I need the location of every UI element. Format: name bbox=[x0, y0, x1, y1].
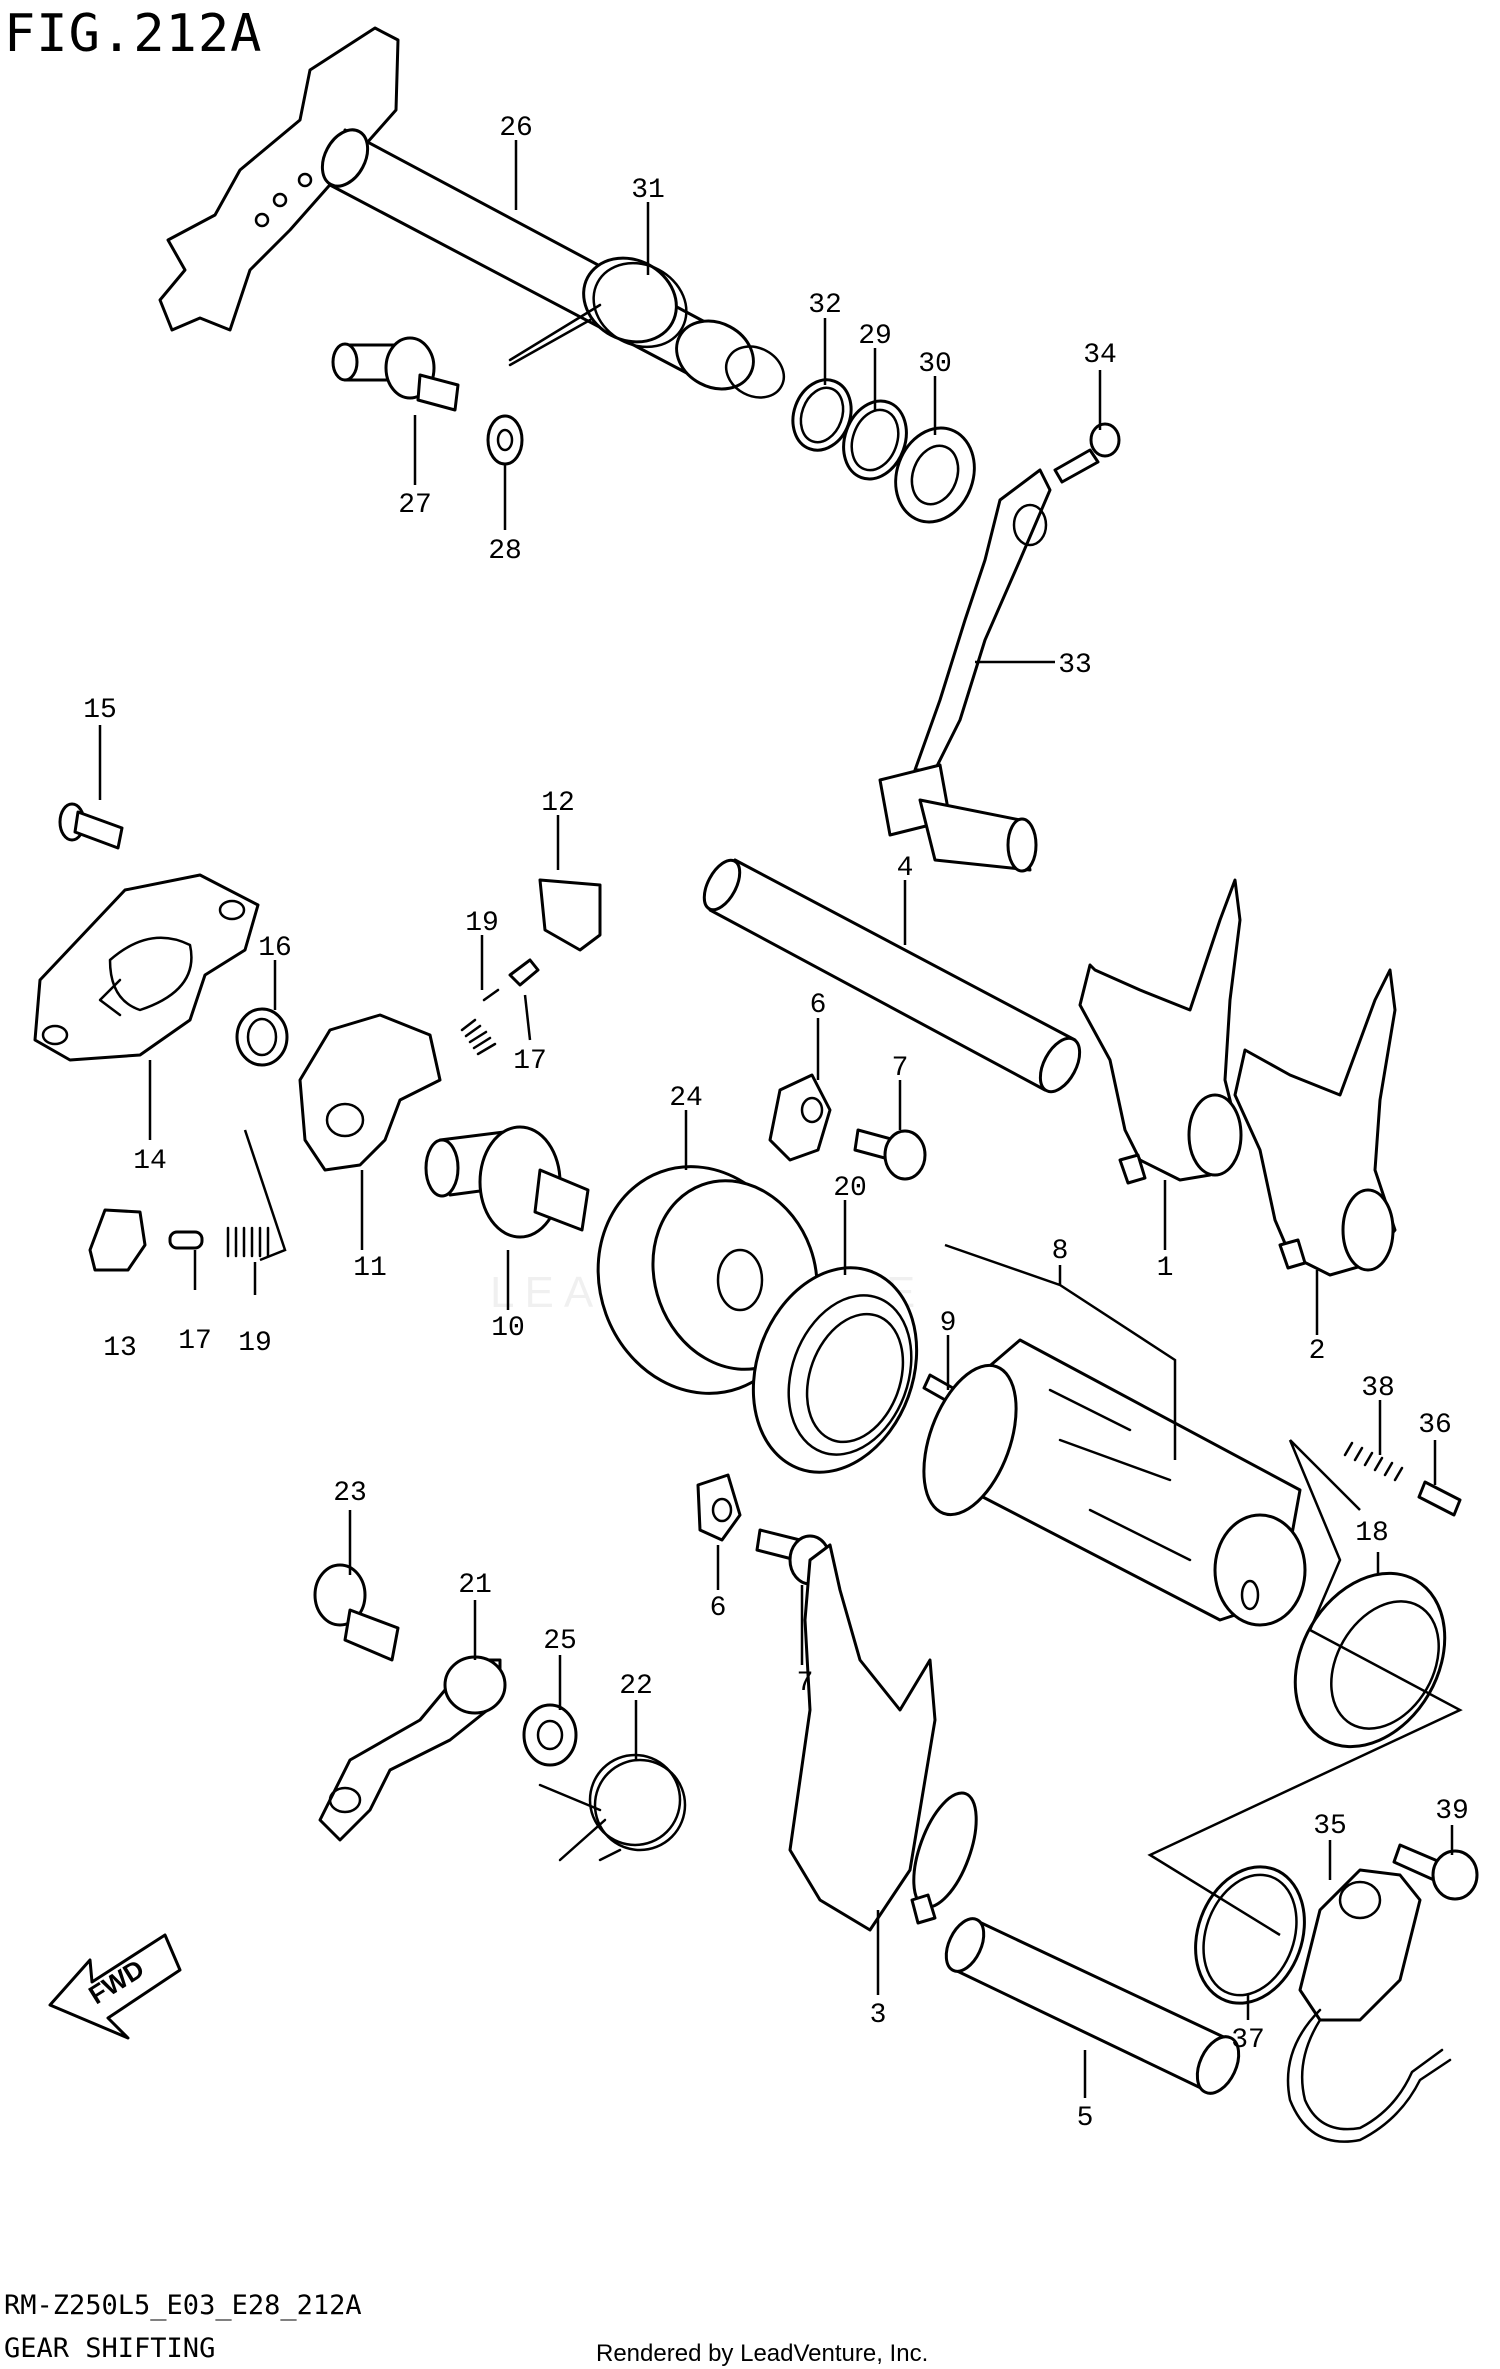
diagram-name: GEAR SHIFTING bbox=[4, 2333, 216, 2364]
shift-shaft-5 bbox=[944, 1917, 1241, 2095]
stopper-6-upper bbox=[768, 1073, 832, 1162]
callout: 36 bbox=[1418, 1410, 1452, 1441]
bolt-34 bbox=[1053, 422, 1121, 484]
washer-28 bbox=[486, 414, 524, 466]
bolt-23 bbox=[313, 1563, 400, 1662]
callout: 26 bbox=[499, 113, 533, 144]
callout: 33 bbox=[1058, 650, 1092, 681]
callout: 22 bbox=[619, 1671, 653, 1702]
callout: 7 bbox=[797, 1668, 814, 1699]
pawl-13 bbox=[88, 1208, 147, 1272]
stopper-arm-21 bbox=[318, 1655, 507, 1842]
bearing-20 bbox=[751, 1266, 919, 1474]
callout: 27 bbox=[398, 490, 432, 521]
callout: 6 bbox=[810, 990, 827, 1021]
callout: 24 bbox=[669, 1083, 703, 1114]
callout: 34 bbox=[1083, 340, 1117, 371]
figure-title: FIG.212A bbox=[4, 4, 263, 64]
pin-36 bbox=[1417, 1480, 1462, 1517]
pin-17-lower bbox=[168, 1230, 204, 1250]
callout: 16 bbox=[258, 933, 292, 964]
callout: 3 bbox=[870, 2000, 887, 2031]
screw-15 bbox=[58, 802, 124, 850]
leader-lines bbox=[98, 140, 1463, 2098]
washer-29 bbox=[842, 399, 908, 481]
pawl-holder-11 bbox=[298, 1013, 442, 1172]
callout: 19 bbox=[465, 908, 499, 939]
callout: 38 bbox=[1361, 1373, 1395, 1404]
gearshift-shaft-26 bbox=[158, 26, 786, 399]
gearshift-cam-8 bbox=[922, 1338, 1307, 1627]
callout: 17 bbox=[178, 1326, 212, 1357]
callout: 7 bbox=[892, 1053, 909, 1084]
screw-7-upper bbox=[853, 1128, 927, 1181]
callout: 32 bbox=[808, 290, 842, 321]
callout: 17 bbox=[513, 1046, 547, 1077]
callout: 4 bbox=[897, 853, 914, 884]
shift-lever-33 bbox=[878, 468, 1052, 873]
stud-10 bbox=[424, 1125, 590, 1239]
callout: 8 bbox=[1052, 1236, 1069, 1267]
rendered-by-credit: Rendered by LeadVenture, Inc. bbox=[596, 2340, 929, 2367]
fork-3 bbox=[788, 1543, 978, 1932]
shift-shaft-4 bbox=[702, 858, 1082, 1094]
bolt-27 bbox=[331, 336, 460, 412]
callout: 23 bbox=[333, 1478, 367, 1509]
spring-19-upper bbox=[460, 988, 500, 1056]
spring-22 bbox=[538, 1753, 687, 1862]
pawl-12 bbox=[538, 878, 602, 952]
callout: 5 bbox=[1077, 2103, 1094, 2134]
collar-16 bbox=[235, 1007, 289, 1067]
pin-17-upper bbox=[508, 958, 540, 987]
callout: 18 bbox=[1355, 1518, 1389, 1549]
sensor-35 bbox=[1286, 1868, 1452, 2143]
callout: 12 bbox=[541, 788, 575, 819]
callout: 20 bbox=[833, 1173, 867, 1204]
callout: 37 bbox=[1231, 2025, 1265, 2056]
plate-14 bbox=[33, 873, 260, 1062]
callout: 6 bbox=[710, 1593, 727, 1624]
callout: 9 bbox=[940, 1308, 957, 1339]
diagram-code: RM-Z250L5_E03_E28_212A bbox=[4, 2290, 362, 2321]
callout: 39 bbox=[1435, 1796, 1469, 1827]
callout: 1 bbox=[1157, 1253, 1174, 1284]
callout: 14 bbox=[133, 1146, 167, 1177]
oil-seal-30 bbox=[894, 426, 976, 524]
callout: 11 bbox=[353, 1253, 387, 1284]
spring-38 bbox=[1343, 1441, 1404, 1482]
fork-1 bbox=[1078, 878, 1243, 1185]
callout: 15 bbox=[83, 695, 117, 726]
callout: 2 bbox=[1309, 1336, 1326, 1367]
bolt-39 bbox=[1392, 1843, 1479, 1901]
callout: 29 bbox=[858, 321, 892, 352]
callout: 31 bbox=[631, 175, 665, 206]
fwd-arrow-icon: FWD bbox=[48, 1933, 182, 2040]
stopper-6-lower bbox=[696, 1473, 742, 1542]
callout: 30 bbox=[918, 349, 952, 380]
callout: 35 bbox=[1313, 1811, 1347, 1842]
callout-numbers: 26 31 32 29 30 34 27 28 33 15 12 4 19 16… bbox=[83, 113, 1469, 2134]
fork-2 bbox=[1233, 968, 1397, 1277]
washer-25 bbox=[522, 1703, 578, 1767]
spring-19-lower bbox=[226, 1226, 270, 1258]
callout: 13 bbox=[103, 1333, 137, 1364]
callout: 21 bbox=[458, 1570, 492, 1601]
callout: 25 bbox=[543, 1626, 577, 1657]
callout: 19 bbox=[238, 1328, 272, 1359]
callout: 10 bbox=[491, 1313, 525, 1344]
spring-31 bbox=[508, 256, 688, 367]
callout: 28 bbox=[488, 536, 522, 567]
